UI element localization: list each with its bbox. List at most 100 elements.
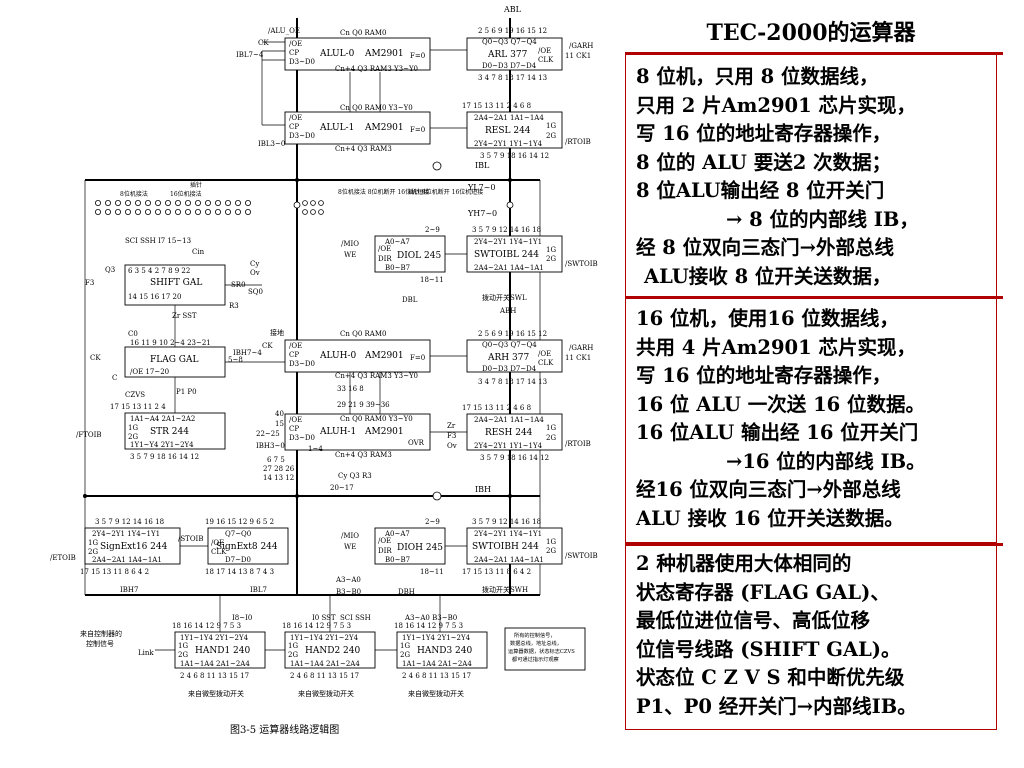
mio-label-bottom: /MIO — [341, 532, 359, 540]
swtoibl-chip: 3 5 7 9 12 14 16 18 2Y4~2Y1 1Y4~1Y1 SWTO… — [466, 226, 563, 273]
svg-text:1A1~1A4 2A1~2A4: 1A1~1A4 2A1~2A4 — [180, 660, 250, 668]
ibh7-4-label: IBH7~4 — [233, 349, 262, 357]
alul0-chip: Cn Q0 RAM0 ALUL-0 AM2901 F=0 Cn+4 Q3 RAM… — [284, 29, 431, 73]
svg-text:2G: 2G — [288, 651, 298, 659]
rtoib-label-bottom: /RTOIB — [565, 440, 591, 448]
signext16-chip: 3 5 7 9 12 14 16 18 2Y4~2Y1 1Y4~1Y1 Sign… — [80, 518, 181, 576]
svg-text:D0~D3 D7~D4: D0~D3 D7~D4 — [482, 62, 537, 70]
svg-text:D7~D0: D7~D0 — [225, 556, 251, 564]
svg-text:Q0~Q3 Q7~Q4: Q0~Q3 Q7~Q4 — [482, 341, 537, 349]
plug-pin — [125, 199, 132, 206]
svg-text:SWTOIBH 244: SWTOIBH 244 — [472, 542, 539, 552]
svg-text:18 16 14 12 9 7 5 3: 18 16 14 12 9 7 5 3 — [282, 622, 351, 630]
svg-text:17 15 13 11 8 6 4 2: 17 15 13 11 8 6 4 2 — [462, 568, 531, 576]
svg-text:DIOL 245: DIOL 245 — [397, 251, 441, 261]
svg-text:2A4~2A1 1A1~1A4: 2A4~2A1 1A1~1A4 — [474, 416, 544, 424]
section2-line: →16 位的内部线 IB。 — [726, 449, 926, 473]
hand1-chip: 18 16 14 12 9 7 5 3 1Y1~1Y4 2Y1~2Y4 HAND… — [172, 622, 266, 680]
svg-text:1G: 1G — [88, 539, 98, 547]
svg-text:Q0~Q3 Q7~Q4: Q0~Q3 Q7~Q4 — [482, 38, 537, 46]
arl-chip: 2 5 6 9 19 16 15 12 Q0~Q3 Q7~Q4 ARL 377 … — [466, 27, 563, 82]
link-label: Link — [138, 649, 154, 657]
circuit-diagram: ABL IBL IBH Cn Q0 RAM0 ALUL-0 AM2901 F=0… — [50, 5, 598, 736]
hand3-chip: 18 16 14 12 9 7 5 3 1Y1~1Y4 2Y1~2Y4 HAND… — [394, 622, 488, 680]
garh-label: /GARH — [569, 42, 593, 50]
stoib-label: /STOIB — [178, 535, 203, 543]
plug-pin — [234, 208, 241, 215]
dbl-label: DBL — [402, 296, 418, 304]
rtoib-label-top: /RTOIB — [565, 138, 591, 146]
svg-text:A0~A7: A0~A7 — [384, 530, 410, 538]
n15-label: 15 — [275, 420, 284, 428]
plug-pin — [224, 208, 231, 215]
svg-text:RESH 244: RESH 244 — [485, 428, 533, 438]
diol-chip: A0~A7 DIOL 245 B0~B7 /OE DIR — [374, 235, 446, 273]
svg-text:2A4~2A1 1A4~1A1: 2A4~2A1 1A4~1A1 — [92, 556, 162, 564]
svg-text:2G: 2G — [128, 433, 138, 441]
cin-label: Cin — [192, 248, 205, 256]
plug-header-right-text: 插针 8位机断开 16位机短接 — [408, 188, 483, 196]
svg-text:2Y4~2Y1 1Y4~1Y1: 2Y4~2Y1 1Y4~1Y1 — [92, 530, 160, 538]
svg-text:/OE: /OE — [289, 342, 302, 350]
section2-line: 共用 4 片Am2901 芯片实现， — [636, 335, 916, 359]
section3-line: 最低位进位信号、高低位移 — [636, 609, 871, 632]
svg-text:ALUH-0: ALUH-0 — [319, 351, 356, 361]
svg-text:Ov: Ov — [250, 269, 260, 277]
ibl3-0-label: IBL3~0 — [258, 140, 285, 148]
svg-text:3 5 7 9 12 14 16 18: 3 5 7 9 12 14 16 18 — [472, 518, 541, 526]
diagram-caption: 图3-5 运算器线路逻辑图 — [230, 723, 339, 736]
plug-pin — [204, 208, 211, 215]
svg-text:/OE: /OE — [289, 114, 302, 122]
section3-line: 状态寄存器 (FLAG GAL)、 — [636, 580, 890, 604]
svg-text:2G: 2G — [88, 548, 98, 556]
from-switch-3: 来自微型拨动开关 — [408, 689, 464, 698]
ibl7-label: IBL7 — [250, 586, 267, 594]
alu-oe-label: /ALU_OE — [268, 27, 300, 35]
from-ctrl-label: 来自控制器的控制信号 — [80, 629, 122, 648]
svg-text:Q7~Q0: Q7~Q0 — [225, 530, 251, 538]
svg-text:HAND2 240: HAND2 240 — [305, 646, 360, 656]
plug-pin — [318, 209, 324, 215]
svg-text:1G: 1G — [178, 642, 188, 650]
svg-text:SignExt8 244: SignExt8 244 — [216, 542, 278, 552]
section-8bit: 8 位机，只用 8 位数据线， 只用 2 片Am2901 芯片实现， 写 16 … — [625, 55, 997, 297]
plug-pin — [174, 199, 181, 206]
plug-pin — [164, 199, 171, 206]
svg-text:CP: CP — [289, 425, 299, 433]
svg-text:F=0: F=0 — [410, 52, 425, 60]
section3-line: P1、P0 经开关门→内部线IB。 — [636, 694, 917, 718]
svg-text:2G: 2G — [546, 255, 556, 263]
svg-text:17 15 13 11 2 4: 17 15 13 11 2 4 — [110, 403, 166, 411]
svg-text:16 11 9 10 2~4 23~21: 16 11 9 10 2~4 23~21 — [130, 339, 211, 347]
plug-pin — [134, 199, 141, 206]
plug-pin — [154, 199, 161, 206]
svg-text:/OE: /OE — [538, 47, 551, 55]
svg-text:插针: 插针 — [190, 181, 202, 189]
svg-text:DIR: DIR — [378, 255, 392, 263]
svg-text:STR 244: STR 244 — [150, 427, 189, 437]
section3-line: 状态位 C Z V S 和中断优先级 — [636, 666, 905, 689]
svg-text:CLK: CLK — [538, 359, 554, 367]
flag-right-pins: 5~8 — [228, 356, 243, 364]
plug-pin — [95, 208, 102, 215]
svg-text:17 15 13 11 2 4 6 8: 17 15 13 11 2 4 6 8 — [462, 102, 531, 110]
svg-text:/OE: /OE — [378, 245, 391, 253]
n22-25-label: 22~25 — [256, 430, 280, 438]
plug-pin — [105, 199, 112, 206]
section2-line: 16 位机，使用16 位数据线， — [636, 307, 899, 330]
swtoib-label-top: /SWTOIB — [565, 260, 598, 268]
a3a0b3b0-label: A3~A0 B3~B0 — [404, 614, 457, 622]
svg-text:3 5 7 9 18 16 14 12: 3 5 7 9 18 16 14 12 — [480, 454, 549, 462]
resl-chip: 17 15 13 11 2 4 6 8 2A4~2A1 1A1~1A4 RESL… — [462, 102, 563, 160]
from-switch-1: 来自微型拨动开关 — [188, 689, 244, 698]
section1-line: 8 位ALU输出经 8 位开关门 — [636, 179, 885, 202]
hand2-chip: 18 16 14 12 9 7 5 3 1Y1~1Y4 2Y1~2Y4 HAND… — [282, 622, 376, 680]
svg-text:3 5 7 9 12 14 16 18: 3 5 7 9 12 14 16 18 — [95, 518, 164, 526]
swtoib-label-bottom: /SWTOIB — [565, 552, 598, 560]
f3-label: F3 — [85, 279, 94, 287]
svg-text:1G: 1G — [128, 424, 138, 432]
abl-label: ABL — [503, 5, 522, 14]
plug-pin — [95, 199, 102, 206]
svg-text:FLAG GAL: FLAG GAL — [150, 355, 198, 365]
